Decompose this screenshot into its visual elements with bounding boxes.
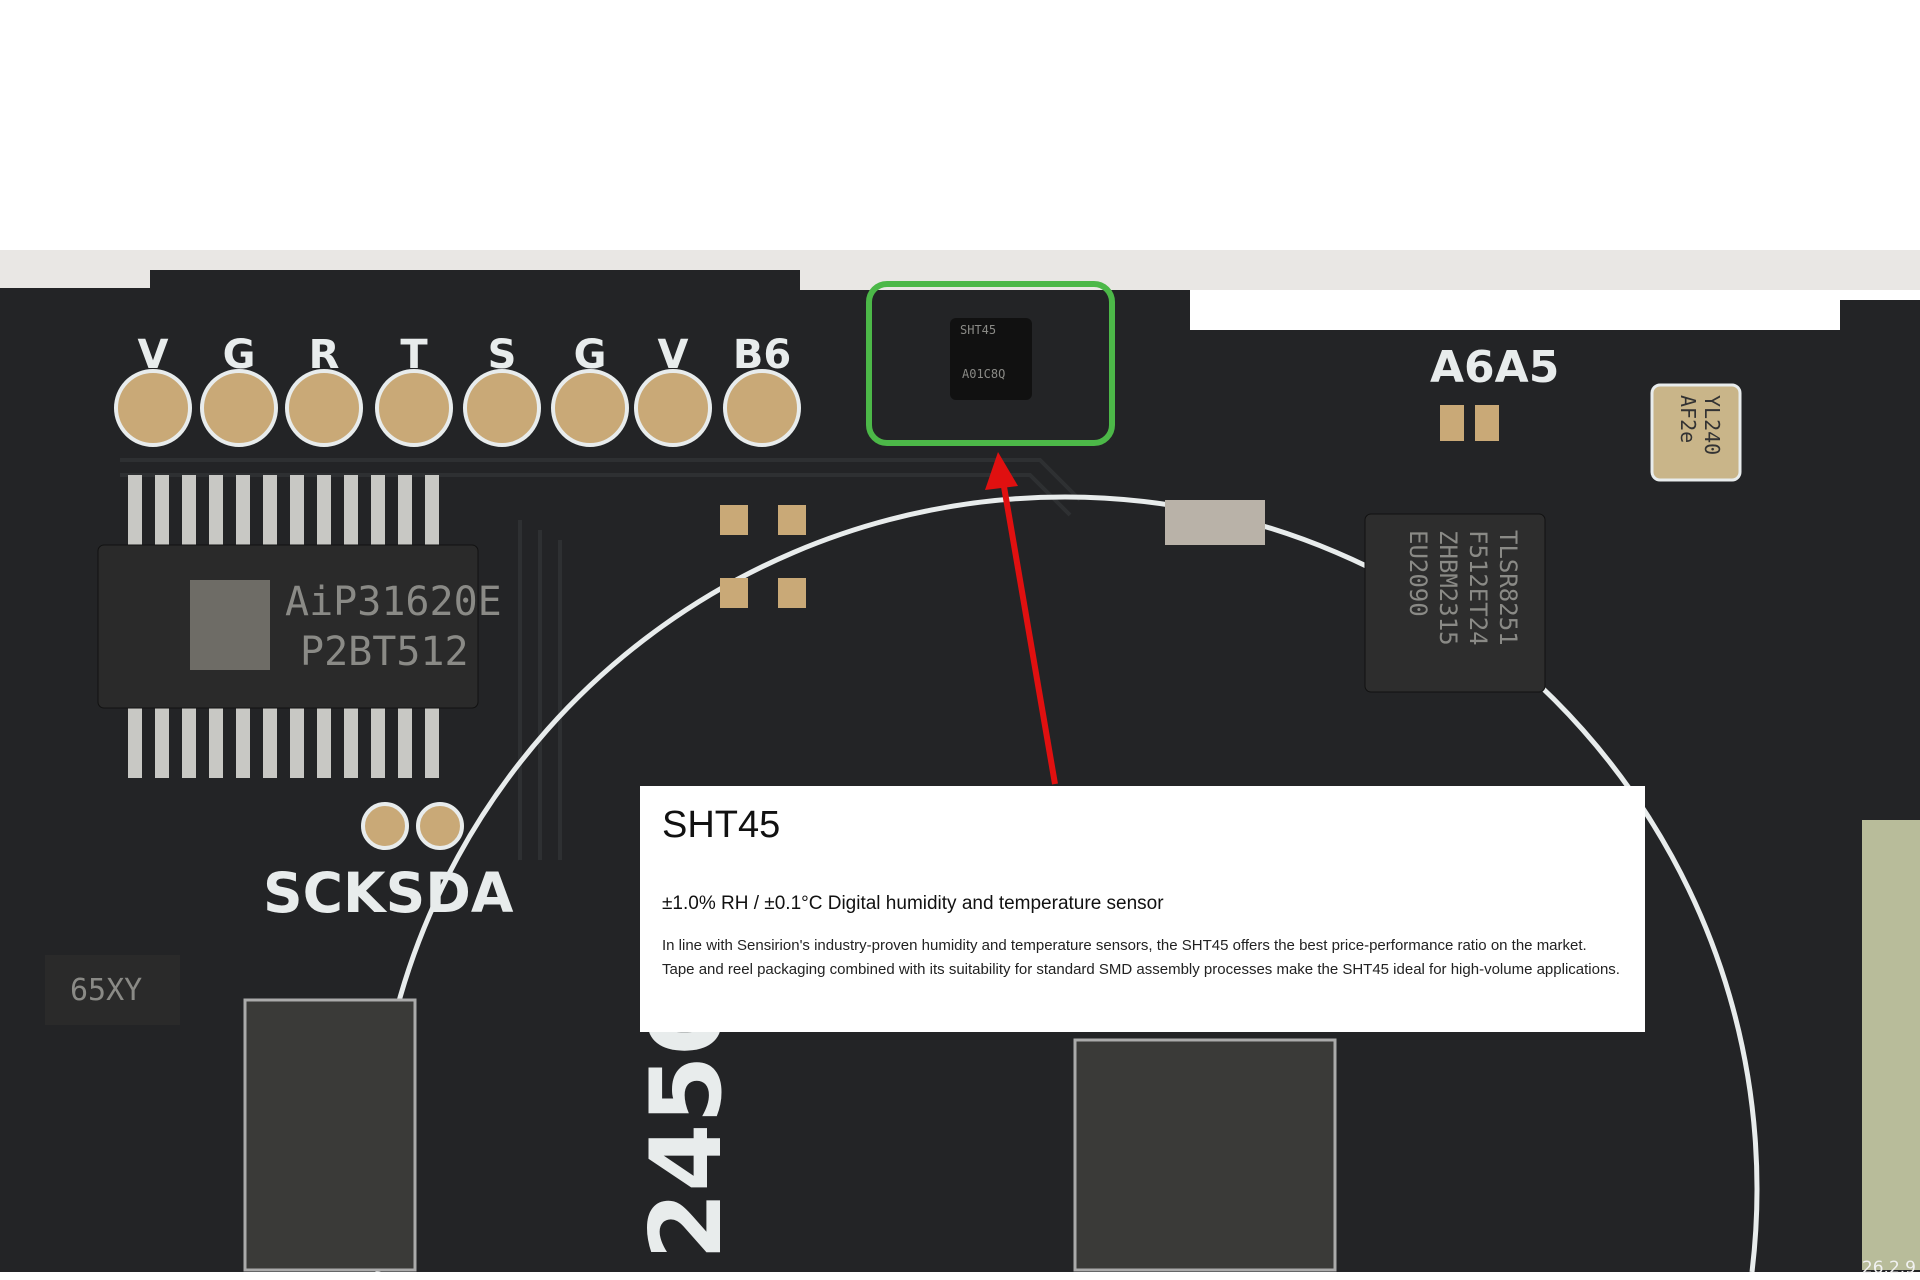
arrow-head (985, 452, 1018, 490)
chip-pin (344, 475, 358, 545)
chip-pin (263, 708, 277, 778)
crystal-line1: YL240 (1700, 395, 1724, 455)
passive-pads (720, 405, 1499, 608)
chip-pin (290, 475, 304, 545)
sht45-sensor (950, 318, 1032, 400)
traces (120, 458, 1082, 860)
i2c-label: SCKSDA (263, 861, 514, 925)
flex-connector (1862, 820, 1920, 1270)
chip-pin (263, 475, 277, 545)
driver-chip (97, 544, 479, 709)
pin-label: S (488, 332, 517, 378)
scl-pad (361, 802, 409, 850)
chip-pin (317, 475, 331, 545)
highlight-box (866, 281, 1115, 446)
photo-stamp: 26.2.9 (1861, 1258, 1916, 1278)
chip-pin (398, 475, 412, 545)
chip-pin (425, 475, 439, 545)
driver-chip-line1: AiP31620E (285, 579, 502, 625)
sensor-marking-2: A01C8Q (962, 367, 1005, 381)
chip-pin (398, 708, 412, 778)
callout-title: SHT45 (662, 804, 781, 846)
chip-pin (425, 708, 439, 778)
callout-subtitle: ±1.0% RH / ±0.1°C Digital humidity and t… (662, 893, 1164, 914)
ic-logo (190, 580, 270, 670)
torn-edge (0, 1272, 1920, 1280)
chip-pin (128, 475, 142, 545)
pin-label: V (658, 332, 689, 378)
analog-label: A6A5 (1430, 342, 1559, 393)
transistor (45, 955, 180, 1025)
callout-body: In line with Sensirion's industry-proven… (662, 937, 1620, 978)
chip-pin (209, 475, 223, 545)
arrow-line (999, 474, 1058, 785)
chip-pin (155, 708, 169, 778)
chip-pin (371, 708, 385, 778)
pin-label: B6 (733, 332, 791, 378)
chip-pin (317, 708, 331, 778)
pin-label: G (223, 332, 256, 378)
mcu-line3: ZHBM2315 (1434, 530, 1462, 646)
sensor-marking-1: SHT45 (960, 323, 996, 337)
chip-pin (236, 475, 250, 545)
battery-label: 2450 (630, 987, 744, 1260)
chip-pin (371, 475, 385, 545)
pin-label: G (574, 332, 607, 378)
chip-pin (182, 475, 196, 545)
crystal-line2: AF2e (1676, 395, 1700, 443)
pin-label: T (400, 332, 428, 378)
mcu-line4: EU2090 (1404, 530, 1432, 617)
product-callout: SHT45 ±1.0% RH / ±0.1°C Digital humidity… (640, 786, 1645, 1032)
pin-label: R (309, 332, 340, 378)
crystal (1650, 383, 1742, 482)
transistor-label: 65XY (70, 973, 142, 1008)
switch (1073, 1038, 1337, 1272)
chip-pin (344, 708, 358, 778)
sda-pad (416, 802, 464, 850)
chip-pin (128, 708, 142, 778)
mcu-line2: F512ET24 (1464, 530, 1492, 646)
chip-pin (209, 708, 223, 778)
chip-pin (236, 708, 250, 778)
chip-pin (290, 708, 304, 778)
header-pads (114, 369, 801, 447)
component-pad (243, 998, 417, 1272)
mcu-line1: TLSR8251 (1494, 530, 1522, 646)
chip-pin (155, 475, 169, 545)
battery-outline (370, 494, 1760, 1273)
chip-pin (182, 708, 196, 778)
mcu-chip (1364, 513, 1546, 693)
driver-chip-pins (128, 475, 439, 778)
driver-chip-line2: P2BT512 (300, 629, 469, 675)
pin-label: V (138, 332, 169, 378)
